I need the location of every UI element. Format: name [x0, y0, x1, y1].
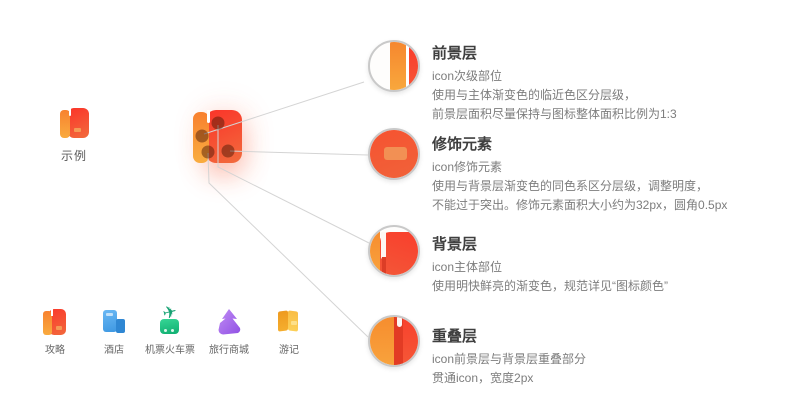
- section-line: 使用明快鲜亮的渐变色，规范详见“图标颜色”: [432, 279, 668, 293]
- overlap-text: 重叠层 icon前景层与背景层重叠部分 贯通icon，宽度2px: [432, 325, 762, 388]
- lens3-background: [380, 232, 418, 275]
- decor-lens-icon: [368, 128, 420, 180]
- train-light-left: [164, 329, 167, 332]
- decor-text: 修饰元素 icon修饰元素 使用与背景层渐变色的同色系区分层级，调整明度， 不能…: [432, 133, 762, 215]
- hotel-icon: [100, 308, 128, 336]
- section-line: icon主体部位: [432, 260, 503, 274]
- app-item-guide: 攻略: [23, 308, 87, 356]
- section-overlap-layer: 重叠层 icon前景层与背景层重叠部分 贯通icon，宽度2px: [368, 315, 586, 385]
- section-line: 使用与背景层渐变色的同色系区分层级，调整明度，: [432, 179, 709, 193]
- section-line: 前景层面积尽量保持与图标整体面积比例为1:3: [432, 107, 677, 121]
- guide-foreground: [43, 311, 52, 335]
- background-text: 背景层 icon主体部位 使用明快鲜亮的渐变色，规范详见“图标颜色”: [432, 233, 762, 296]
- travel-mall-icon: [215, 308, 243, 336]
- flight-train-ticket-icon: ✈: [156, 302, 184, 336]
- main-overlap-notch: [207, 110, 210, 123]
- lens2-decor-rect: [384, 147, 407, 160]
- travelogue-icon: [275, 308, 303, 336]
- section-line: 不能过于突出。修饰元素面积大小约为32px，圆角0.5px: [432, 198, 728, 212]
- app-item-mall: 旅行商城: [197, 308, 261, 356]
- background-lens-icon: [368, 225, 420, 277]
- foreground-lens-icon: [368, 40, 420, 92]
- example-foreground-layer: [59, 110, 70, 138]
- lens3-foreground-edge: [370, 227, 380, 275]
- app-label: 攻略: [45, 345, 65, 356]
- main-background-layer: [206, 110, 242, 163]
- hotel-building-side: [116, 319, 125, 333]
- overlap-lens-icon: [368, 315, 420, 367]
- app-label: 旅行商城: [209, 345, 249, 356]
- section-line: icon前景层与背景层重叠部分: [432, 352, 587, 366]
- app-label: 游记: [279, 345, 299, 356]
- lens1-gap: [406, 42, 409, 90]
- app-item-travelogue: 游记: [257, 308, 321, 356]
- example-label: 示例: [60, 149, 87, 163]
- section-line: icon修饰元素: [432, 160, 503, 174]
- example-overlap-notch: [68, 108, 71, 116]
- app-item-tickets: ✈ 机票火车票: [138, 302, 202, 356]
- lens4-background-half: [398, 317, 418, 365]
- example-decor-element: [73, 128, 81, 132]
- section-foreground-layer: 前景层 icon次级部位 使用与主体渐变色的临近色区分层级， 前景层面积尽量保持…: [368, 40, 677, 121]
- section-title: 背景层: [432, 236, 478, 253]
- plane-glyph-icon: ✈: [160, 301, 180, 324]
- lens1-foreground-bar: [390, 42, 406, 90]
- section-title: 重叠层: [432, 328, 478, 345]
- lens4-foreground-half: [370, 317, 398, 365]
- hotel-window: [106, 313, 113, 316]
- mall-mascot-shape: [218, 309, 241, 335]
- section-title: 前景层: [432, 45, 478, 62]
- lens3-white-slot: [381, 232, 386, 259]
- lens4-overlap-stripe: [394, 317, 403, 365]
- example-block: 示例: [44, 108, 104, 164]
- guide-icon: [41, 308, 69, 336]
- book-decor: [291, 321, 297, 325]
- train-light-right: [171, 329, 174, 332]
- section-title: 修饰元素: [432, 136, 493, 153]
- main-book-icon: [193, 110, 242, 163]
- section-line: icon次级部位: [432, 69, 503, 83]
- section-line: 贯通icon，宽度2px: [432, 371, 534, 385]
- section-decor-element: 修饰元素 icon修饰元素 使用与背景层渐变色的同色系区分层级，调整明度， 不能…: [368, 128, 727, 212]
- guide-notch: [51, 309, 53, 316]
- lens1-background-edge: [409, 42, 418, 90]
- foreground-text: 前景层 icon次级部位 使用与主体渐变色的临近色区分层级， 前景层面积尽量保持…: [432, 42, 762, 124]
- lens4-white-notch: [396, 317, 402, 327]
- lens3-overlap-stripe: [382, 257, 386, 275]
- section-line: 使用与主体渐变色的临近色区分层级，: [432, 88, 637, 102]
- book-left-page: [278, 310, 288, 332]
- app-label: 机票火车票: [145, 345, 195, 356]
- example-book-icon: [59, 108, 89, 138]
- example-background-layer: [67, 108, 89, 138]
- app-label: 酒店: [104, 345, 124, 356]
- app-item-hotel: 酒店: [82, 308, 146, 356]
- guide-decor: [56, 326, 62, 330]
- section-background-layer: 背景层 icon主体部位 使用明快鲜亮的渐变色，规范详见“图标颜色”: [368, 225, 668, 293]
